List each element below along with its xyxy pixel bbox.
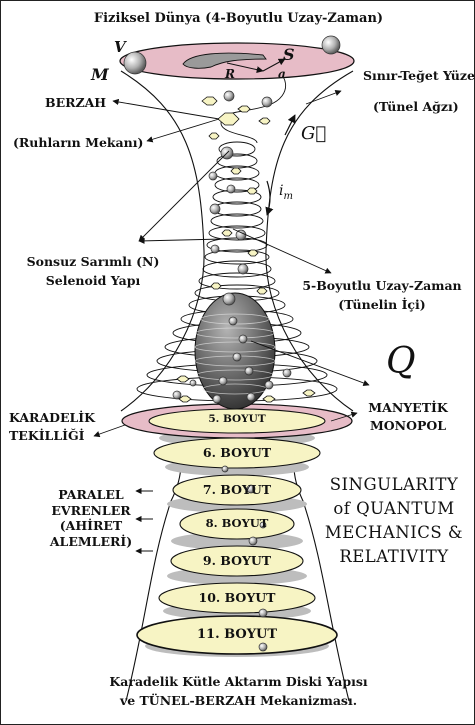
singularity-line3: MECHANICS & — [324, 522, 464, 542]
disk-7 — [172, 474, 302, 506]
solenoid-label: Sonsuz Sarımlı (N) Selenoid Yapı — [23, 253, 163, 291]
caption-line1: Karadelik Kütle Aktarım Diski Yapısı — [109, 674, 368, 689]
disk-9-label: 9. BOYUT — [202, 553, 272, 568]
q-symbol: Q — [386, 341, 416, 382]
disk-5-label: 5. BOYUT — [208, 413, 266, 425]
five-d-label: 5-Boyutlu Uzay-Zaman (Tünelin İçi) — [297, 277, 467, 315]
disk-11 — [136, 615, 338, 655]
a-arrow — [262, 58, 286, 72]
monopole-ellipsoid — [194, 292, 276, 410]
current-label: im — [279, 183, 293, 202]
parallel-line2: EVRENLER — [51, 502, 131, 518]
parallel-line1: PARALEL — [58, 487, 124, 502]
annotation-arrows — [93, 90, 370, 555]
g-vector-arrow — [284, 114, 296, 136]
top-disk — [119, 42, 355, 80]
sphere-top-right — [321, 35, 341, 55]
top-disk-wedge — [182, 52, 267, 69]
parallel-line4: ALEMLERİ) — [49, 533, 133, 549]
ellipsoid-coil-lines — [194, 313, 276, 395]
spheres — [123, 35, 341, 652]
singularity-line1: SINGULARITY — [329, 475, 459, 494]
g-vector-label: G⃗ — [301, 123, 327, 144]
label-v: V — [114, 38, 126, 56]
blackhole-singularity-label: KARADELİK TEKİLLİĞİ — [9, 409, 95, 444]
blackhole-line2: TEKİLLİĞİ — [9, 427, 85, 443]
parallel-universes-label: PARALEL EVRENLER (AHİRET ALEMLERİ) — [45, 487, 137, 550]
radius-arrow — [226, 62, 264, 74]
current-arrow — [265, 180, 274, 216]
funnel-wall-right — [265, 70, 354, 412]
label-m: M — [91, 65, 109, 84]
label-s: S — [283, 45, 295, 64]
parallel-line3: (AHİRET — [59, 518, 123, 534]
disk-10 — [158, 582, 316, 614]
monopole-label: MANYETİK MONOPOL — [353, 399, 463, 435]
disk-7-label: 7. BOYUT — [202, 482, 272, 497]
disk-9 — [170, 545, 304, 577]
disk-6 — [153, 437, 321, 469]
hexagon-large — [217, 112, 240, 126]
caption-line2: ve TÜNEL-BERZAH Mekanizması. — [119, 692, 358, 708]
spirits-place-label: (Ruhların Mekanı) — [13, 135, 144, 150]
tunnel-mouth-label: (Tünel Ağzı) — [373, 99, 459, 114]
label-r: R — [225, 67, 235, 81]
page-title: Fiziksel Dünya (4-Boyutlu Uzay-Zaman) — [93, 11, 384, 26]
caption: Karadelik Kütle Aktarım Diski Yapısı ve … — [1, 673, 474, 711]
five-d-line2: (Tünelin İçi) — [338, 296, 426, 312]
label-a: a — [278, 67, 286, 81]
monopole-line2: MONOPOL — [369, 418, 447, 434]
five-d-line1: 5-Boyutlu Uzay-Zaman — [302, 278, 462, 293]
disk-8 — [179, 508, 295, 540]
monopole-line1: MANYETİK — [368, 400, 448, 415]
hexagons — [176, 96, 316, 403]
boundary-surface-label: Sınır-Teğet Yüzey — [363, 68, 475, 83]
solenoid-line1: Sonsuz Sarımlı (N) — [26, 254, 160, 269]
solenoid-line2: Selenoid Yapı — [45, 272, 141, 288]
singularity-line2: of QUANTUM — [333, 498, 455, 518]
berzah-label: BERZAH — [45, 95, 107, 110]
disk-10-label: 10. BOYUT — [198, 590, 276, 605]
singularity-line4: RELATIVITY — [339, 546, 449, 566]
funnel-wall-left — [120, 70, 205, 412]
disk-6-label: 6. BOYUT — [202, 445, 272, 460]
sphere-top-left — [123, 51, 147, 75]
blackhole-line1: KARADELİK — [9, 410, 96, 425]
dimension-disks — [136, 408, 338, 655]
singularity-text: SINGULARITY of QUANTUM MECHANICS & RELAT… — [319, 473, 469, 569]
disk-8-label: 8. BOYUT — [205, 516, 269, 530]
disk-11-label: 11. BOYUT — [197, 627, 277, 642]
